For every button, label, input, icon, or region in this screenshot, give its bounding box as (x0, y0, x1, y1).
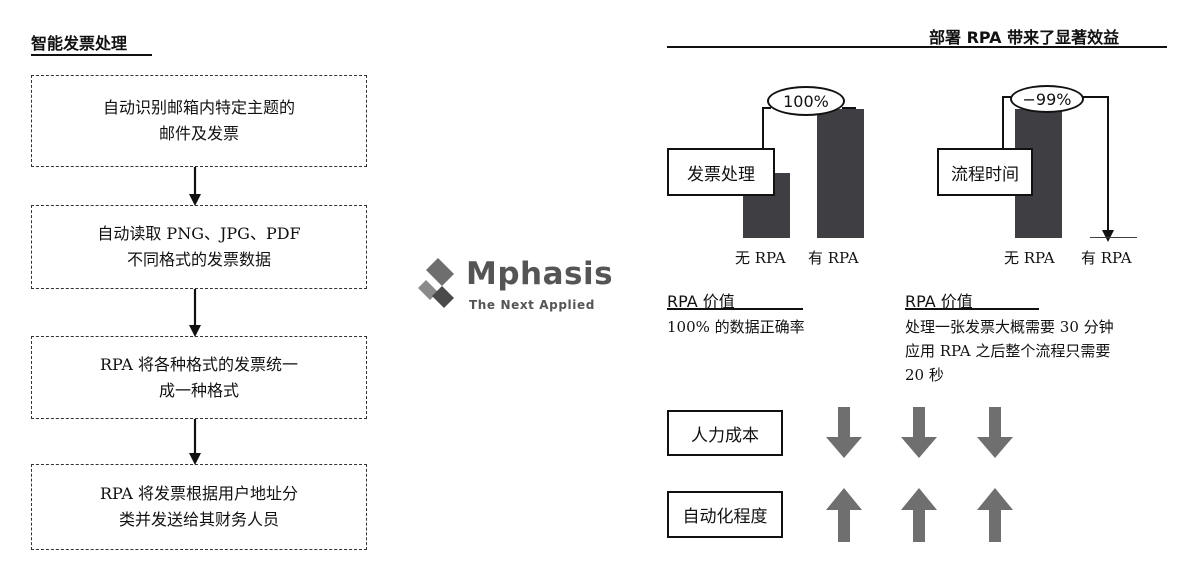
chart2-value-line1: 处理一张发票大概需要 30 分钟 (905, 318, 1114, 336)
chart1-bar-with-rpa (817, 109, 864, 238)
down-arrow-icon (977, 407, 1013, 458)
chart2-change-oval: −99% (1010, 85, 1084, 113)
step-2-line2: 不同格式的发票数据 (126, 250, 271, 269)
chart1-value-title: RPA 价值 (667, 292, 735, 311)
chart1-value-underline (667, 308, 803, 310)
step-4-line2: 类并发送给其财务人员 (118, 510, 279, 529)
mphasis-logo-icon (418, 258, 454, 308)
right-title: 部署 RPA 带来了显著效益 (929, 28, 1120, 47)
step-2-line1: 自动读取 PNG、JPG、PDF (97, 224, 301, 243)
chart1-change-oval: 100% (767, 86, 845, 116)
step-3-line1: RPA 将各种格式的发票统一 (100, 354, 298, 374)
logo-tagline: The Next Applied (469, 298, 595, 312)
left-title-underline (31, 54, 152, 56)
row-label-automation: 自动化程度 (667, 491, 783, 538)
up-arrow-icon (826, 488, 862, 542)
down-arrow-icon (826, 407, 862, 458)
step-3-box: RPA 将各种格式的发票统一 成一种格式 (31, 336, 367, 419)
up-arrow-icon (977, 488, 1013, 542)
logo-name: Mphasis (466, 256, 614, 292)
down-arrow-icon (901, 407, 937, 458)
row-label-labor-cost: 人力成本 (667, 410, 783, 456)
chart2-value-title: RPA 价值 (905, 292, 973, 311)
chart2-xlabel-without: 无 RPA (1004, 249, 1055, 267)
chart2-value-underline (905, 308, 1039, 310)
chart2-label-box: 流程时间 (937, 148, 1033, 196)
step-1-box: 自动识别邮箱内特定主题的 邮件及发票 (31, 75, 367, 167)
chart1-xlabel-with: 有 RPA (808, 249, 859, 267)
right-title-underline (667, 46, 1167, 48)
step-3-line2: 成一种格式 (158, 380, 239, 400)
chart2-value-line3: 20 秒 (905, 366, 944, 384)
chart1-xlabel-without: 无 RPA (735, 249, 786, 267)
step-1-line1: 自动识别邮箱内特定主题的 (102, 98, 295, 117)
up-arrow-icon (901, 488, 937, 542)
chart2-value-line2: 应用 RPA 之后整个流程只需要 (905, 342, 1111, 360)
left-title: 智能发票处理 (31, 34, 128, 53)
step-1-line2: 邮件及发票 (158, 124, 239, 143)
chart2-xlabel-with: 有 RPA (1081, 249, 1132, 267)
step-2-box: 自动读取 PNG、JPG、PDF 不同格式的发票数据 (31, 205, 367, 289)
chart1-value-line1: 100% 的数据正确率 (667, 318, 805, 336)
chart2-bar-with-rpa (1090, 237, 1137, 238)
step-4-line1: RPA 将发票根据用户地址分 (100, 484, 298, 503)
chart1-label-box: 发票处理 (667, 148, 775, 196)
